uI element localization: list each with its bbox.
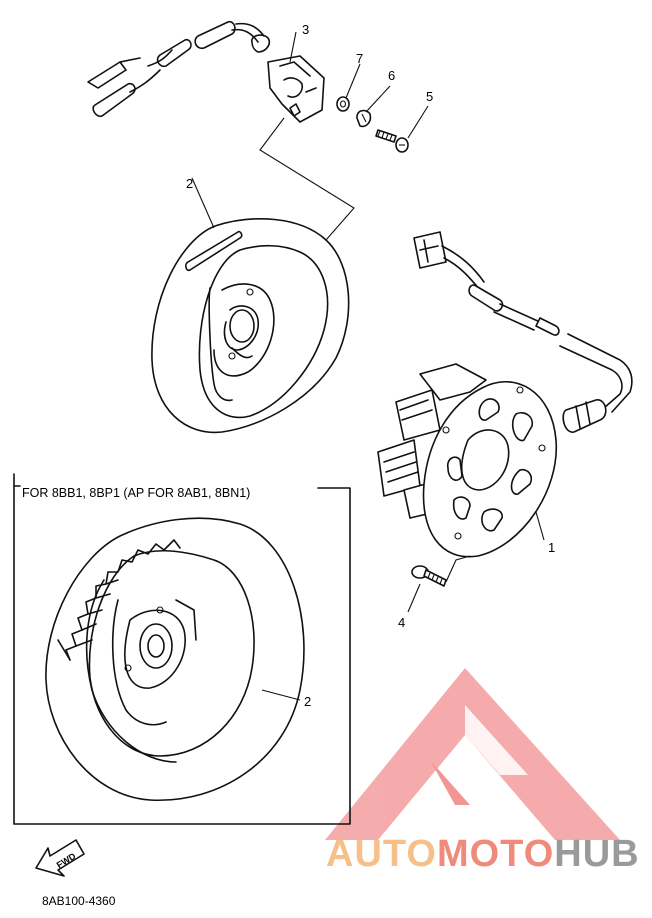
leader-6	[365, 85, 391, 113]
washer-7	[336, 96, 350, 112]
callout-2-top: 2	[186, 176, 193, 191]
diagram-code: 8AB100-4360	[42, 894, 116, 908]
screw-4	[411, 565, 447, 587]
fwd-arrow-icon	[35, 839, 85, 877]
callout-1: 1	[548, 540, 555, 555]
leader-1	[535, 511, 545, 541]
watermark-part-b: MOTO	[437, 833, 554, 875]
watermark-text: AUTOMOTOHUB	[326, 833, 640, 875]
leader-2-bottom	[261, 689, 301, 701]
pickup-coil-assembly	[87, 20, 325, 123]
stator-assembly	[377, 231, 633, 558]
callout-3: 3	[302, 22, 309, 37]
variant-box	[13, 473, 351, 825]
watermark-logo-emblem	[325, 668, 620, 840]
alignment-line-coil	[259, 117, 355, 241]
callout-2-bottom: 2	[304, 694, 311, 709]
leader-2-top	[191, 177, 215, 229]
watermark-part-c: HUB	[554, 833, 639, 875]
screw-5	[375, 129, 409, 153]
watermark-part-a: AUTO	[326, 833, 437, 875]
callout-6: 6	[388, 68, 395, 83]
callout-4: 4	[398, 615, 405, 630]
flywheel-rotor-top	[151, 218, 350, 434]
leader-3	[289, 31, 297, 63]
lock-washer-6	[356, 109, 372, 128]
flywheel-rotor-toothed	[45, 517, 305, 801]
alignment-line-screw	[445, 555, 471, 583]
variant-note: FOR 8BB1, 8BP1 (AP FOR 8AB1, 8BN1)	[22, 486, 250, 500]
leader-5	[407, 105, 429, 139]
callout-7: 7	[356, 51, 363, 66]
callout-5: 5	[426, 89, 433, 104]
leader-4	[407, 583, 421, 613]
leader-7	[345, 63, 361, 99]
